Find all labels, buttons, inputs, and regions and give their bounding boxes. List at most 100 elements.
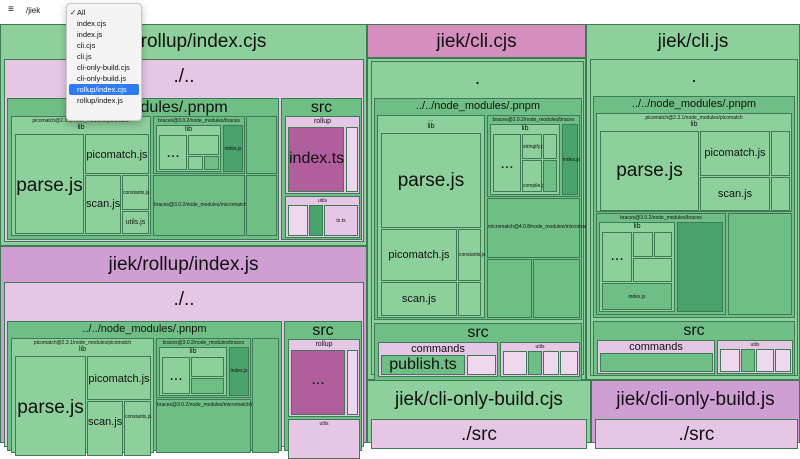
file-small[interactable] xyxy=(654,232,672,257)
file-scan-js[interactable]: scan.js xyxy=(85,175,121,234)
file-index-js[interactable]: index.js xyxy=(229,347,249,396)
file-small[interactable] xyxy=(600,353,713,372)
dropdown-option[interactable]: index.cjs xyxy=(77,19,107,28)
folder-src[interactable]: ./src xyxy=(595,419,798,449)
dropdown-option-selected[interactable]: rollup/index.cjs xyxy=(69,84,139,95)
file-small[interactable] xyxy=(560,351,578,375)
file-group[interactable]: ... xyxy=(602,232,632,282)
file-small[interactable] xyxy=(191,357,224,377)
file-small[interactable] xyxy=(487,259,532,318)
file-small[interactable] xyxy=(246,116,277,174)
file-index-js[interactable]: index.js xyxy=(602,283,672,310)
package-braces[interactable]: braces@3.0.2/node_modules/braces lib ...… xyxy=(156,338,251,398)
folder-pnpm[interactable]: ../../node_modules/.pnpm ... lib parse.j… xyxy=(374,98,610,320)
file-parse-js[interactable]: parse.js xyxy=(381,133,481,228)
file-small[interactable] xyxy=(188,135,219,155)
package-micromatch[interactable]: micromatch@4.0.8/node_modules/micromatch… xyxy=(487,198,610,258)
folder-pnpm[interactable]: ../../node_modules/.pnpm picomatch@2.3.1… xyxy=(593,96,795,318)
file-parse-js[interactable]: parse.js xyxy=(15,134,84,234)
folder-lib[interactable]: lib ... index.js xyxy=(599,222,675,312)
package-braces[interactable]: braces@3.0.2/node_modules/braces lib ...… xyxy=(596,213,726,315)
bundle-select-dropdown[interactable]: ✓All index.cjs index.js cli.cjs cli.js c… xyxy=(66,3,142,121)
file-index-js[interactable]: index.js xyxy=(562,124,580,195)
file-group[interactable]: ... xyxy=(162,357,190,394)
dropdown-option[interactable]: index.js xyxy=(77,30,103,39)
folder-commands[interactable]: commands xyxy=(597,340,715,374)
dropdown-option[interactable]: cli.cjs xyxy=(77,41,96,50)
file-stringify-js[interactable]: stringify.js xyxy=(522,134,545,159)
file-compile-js[interactable]: compile.js xyxy=(522,160,545,192)
folder-utils[interactable]: utils xyxy=(717,340,793,374)
file-small[interactable] xyxy=(720,349,740,372)
file-small[interactable] xyxy=(467,355,496,375)
file-scan-js[interactable]: scan.js xyxy=(700,177,770,211)
file-small[interactable] xyxy=(543,160,557,192)
folder-src[interactable]: src commands publish.ts utils xyxy=(374,323,582,381)
folder-utils[interactable]: utils ts.ts xyxy=(285,196,360,238)
file-publish-ts[interactable]: publish.ts xyxy=(381,355,465,375)
file-constants-js[interactable]: constants.js xyxy=(458,229,485,281)
chunk-cli-cjs-header[interactable]: jiek/cli.cjs xyxy=(367,24,586,58)
file-picomatch-js[interactable]: picomatch.js xyxy=(381,229,457,281)
folder-root[interactable]: ./.. ../../node_modules/.pnpm picomatch@… xyxy=(4,282,364,459)
folder-src[interactable]: src commands utils xyxy=(593,321,795,376)
file-constants-js[interactable]: constants.js xyxy=(122,175,149,210)
file-small[interactable] xyxy=(188,156,203,170)
file-small[interactable] xyxy=(775,349,791,372)
file-picomatch-js[interactable]: picomatch.js xyxy=(700,131,770,176)
dropdown-option-all[interactable]: ✓All xyxy=(70,8,86,17)
file-small[interactable] xyxy=(347,350,358,415)
package-braces[interactable]: braces@3.0.2/node_modules/braces lib ...… xyxy=(153,116,245,174)
file-scan-js[interactable]: scan.js xyxy=(87,401,123,456)
folder-pnpm[interactable]: modules/.pnpm picomatch@2.3.1/node_modul… xyxy=(7,98,279,240)
chunk-rollup-index-cjs[interactable]: rollup/index.cjs ./.. modules/.pnpm pico… xyxy=(0,24,367,246)
folder-root[interactable]: . ../../node_modules/.pnpm ... lib parse… xyxy=(371,61,610,381)
file-small[interactable] xyxy=(458,282,481,316)
folder-lib[interactable]: lib ... xyxy=(159,347,227,396)
chunk-cli-only-build-js[interactable]: jiek/cli-only-build.js ./src xyxy=(591,380,800,449)
folder-root[interactable]: ./.. modules/.pnpm picomatch@2.3.1/node_… xyxy=(4,59,364,242)
file-small[interactable] xyxy=(741,349,755,372)
file-group[interactable]: ... xyxy=(291,350,345,415)
folder-src[interactable]: src rollup ... utils xyxy=(284,321,362,459)
folder-src[interactable]: src rollup index.ts utils ts.ts xyxy=(281,98,362,240)
file-small[interactable] xyxy=(346,127,358,192)
package-picomatch[interactable]: picomatch@2.3.1/node_modules/picomatch l… xyxy=(11,338,154,456)
file-small[interactable] xyxy=(756,349,774,372)
folder-lib[interactable]: lib ... xyxy=(156,125,221,172)
package-picomatch[interactable]: picomatch@2.3.1/node_modules/picomatch l… xyxy=(596,113,792,212)
folder-lib[interactable]: lib ... stringify.js compile.js xyxy=(490,124,560,195)
file-small[interactable] xyxy=(246,175,277,236)
file-parse-js[interactable]: parse.js xyxy=(600,131,699,211)
file-small[interactable] xyxy=(191,378,224,394)
file-index-js[interactable]: index.js xyxy=(223,125,243,172)
folder-rollup[interactable]: rollup index.ts xyxy=(285,116,360,194)
file-utils-js[interactable]: utils.js xyxy=(122,211,149,234)
package-picomatch[interactable]: picomatch@2.3.1/node_modules/picomatch l… xyxy=(11,116,151,236)
chunk-cli-only-build-cjs[interactable]: jiek/cli-only-build.cjs ./src xyxy=(367,380,591,449)
file-small[interactable] xyxy=(528,351,542,375)
file-ts-ts[interactable]: ts.ts xyxy=(324,205,358,236)
file-small[interactable] xyxy=(543,351,559,375)
file-small[interactable] xyxy=(503,351,527,375)
file-small[interactable] xyxy=(543,134,557,159)
file-constants-js[interactable]: constants.js xyxy=(124,401,151,456)
file-small[interactable] xyxy=(771,177,790,211)
package-micromatch[interactable]: braces@3.0.2/node_modules/micromatch/ind… xyxy=(156,399,263,453)
file-small[interactable] xyxy=(771,131,790,176)
file-picomatch-js[interactable]: picomatch.js xyxy=(87,356,151,400)
file-parse-js[interactable]: parse.js xyxy=(15,356,86,456)
dropdown-option[interactable]: cli-only-build.js xyxy=(77,74,127,83)
filter-input[interactable]: /jiek xyxy=(26,6,41,15)
menu-icon[interactable]: ≡ xyxy=(8,4,14,15)
folder-src[interactable]: ./src xyxy=(371,419,587,449)
file-small[interactable] xyxy=(288,205,308,236)
file-picomatch-js[interactable]: picomatch.js xyxy=(85,134,149,174)
file-group[interactable]: ... xyxy=(159,135,187,170)
folder-rollup[interactable]: rollup ... xyxy=(288,339,360,417)
file-small[interactable] xyxy=(533,259,580,318)
file-scan-js[interactable]: scan.js xyxy=(381,282,457,316)
chunk-cli-cjs[interactable]: . ../../node_modules/.pnpm ... lib parse… xyxy=(367,58,610,381)
package-micromatch[interactable]: braces@3.0.2/node_modules/micromatch/ind… xyxy=(153,175,260,236)
package-braces[interactable]: braces@3.0.2/node_modules/braces lib ...… xyxy=(487,115,580,197)
